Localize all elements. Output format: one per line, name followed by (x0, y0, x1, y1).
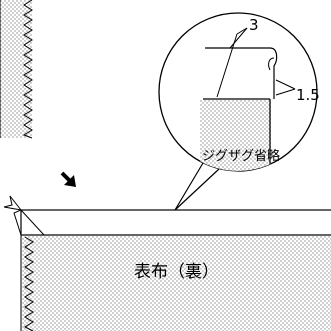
main-zigzag-edge (23, 236, 34, 331)
label-3: 3 (249, 16, 259, 34)
fold-loop (269, 47, 278, 99)
main-fabric-piece (3, 195, 331, 331)
detail-fabric (200, 100, 271, 171)
top-fabric-piece (0, 0, 33, 139)
label-1-5: 1.5 (296, 86, 320, 104)
detail-callout-circle: 3 1.5 ジグザグ省略 (158, 12, 320, 172)
label-fabric-wrong-side: 表布（裏） (134, 261, 219, 282)
arrow-down-right-icon (60, 171, 76, 187)
callout-pointer (175, 162, 218, 210)
label-zigzag-omitted: ジグザグ省略 (202, 148, 280, 164)
fold-corner (20, 209, 45, 236)
folded-hem (20, 209, 331, 236)
